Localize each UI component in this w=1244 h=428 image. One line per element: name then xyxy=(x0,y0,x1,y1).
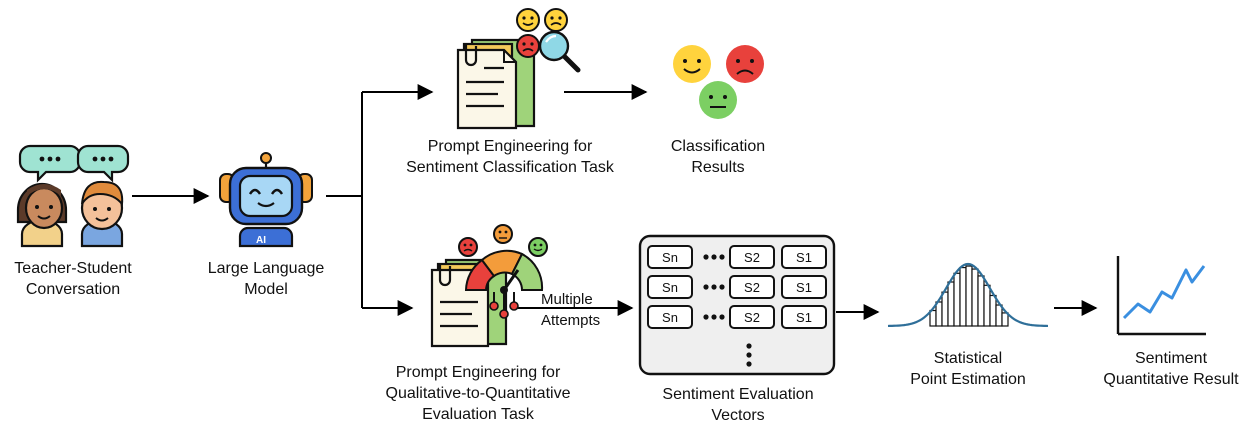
label-line: Point Estimation xyxy=(910,371,1026,388)
histogram-bar xyxy=(941,291,949,327)
ellipsis-dot xyxy=(719,254,725,260)
ellipsis-dot xyxy=(711,284,717,290)
vector-cell-label: S2 xyxy=(744,250,760,265)
classification-prompt-label: Prompt Engineering for Sentiment Classif… xyxy=(400,136,620,178)
ellipsis-dot xyxy=(711,314,717,320)
teacher-icon xyxy=(80,180,124,248)
label-line: Teacher-Student xyxy=(14,260,132,277)
histogram-bar xyxy=(995,304,1003,327)
vector-cell-label: Sn xyxy=(662,250,678,265)
vector-cell xyxy=(647,245,693,269)
label-line: Results xyxy=(691,159,745,176)
histogram-bar xyxy=(959,266,967,327)
llm-label: Large Language Model xyxy=(196,258,336,300)
document-icon xyxy=(456,38,536,130)
robot-badge: AI xyxy=(256,235,266,246)
label-line: Sentiment Evaluation xyxy=(662,386,814,403)
emoji-icon xyxy=(673,45,711,83)
histogram-bar xyxy=(935,301,943,327)
ellipsis-dot xyxy=(703,254,709,260)
ellipsis-dot xyxy=(703,314,709,320)
label-line: Model xyxy=(244,281,288,298)
histogram-bar xyxy=(989,294,997,327)
histogram-bar xyxy=(929,309,937,327)
emoji-icon xyxy=(493,224,513,244)
emoji-icon xyxy=(699,81,737,119)
label-line: Sentiment Classification Task xyxy=(406,159,614,176)
robot-icon: AI xyxy=(219,152,313,248)
quant-result-label: Sentiment Quantitative Result xyxy=(1098,348,1244,390)
emoji-icon xyxy=(516,34,540,58)
label-line: Classification xyxy=(670,138,766,155)
label-line: Large Language xyxy=(207,260,325,277)
teacher-student-icon xyxy=(16,144,130,248)
sentiment-vectors-label: Sentiment Evaluation Vectors xyxy=(640,384,836,426)
magnifier-icon xyxy=(538,30,581,73)
emoji-icon xyxy=(458,237,478,257)
statistical-label: Statistical Point Estimation xyxy=(880,348,1056,390)
histogram-bar xyxy=(947,281,955,327)
ellipsis-dot xyxy=(711,254,717,260)
histogram-bar xyxy=(965,265,973,327)
vector-cell-label: Sn xyxy=(662,310,678,325)
vector-cell xyxy=(781,305,827,329)
speech-bubble-icon xyxy=(18,144,82,183)
histogram-bar xyxy=(953,272,961,327)
histogram-bar xyxy=(977,275,985,327)
label-line: Vectors xyxy=(711,407,765,424)
ellipsis-dot xyxy=(719,314,725,320)
vector-cell-label: S2 xyxy=(744,310,760,325)
label-line: Statistical xyxy=(933,350,1003,367)
vector-cell xyxy=(729,275,775,299)
student-icon xyxy=(16,182,68,248)
vector-cell xyxy=(647,275,693,299)
emoji-icon xyxy=(516,8,540,32)
vector-cell-label: S2 xyxy=(744,280,760,295)
vector-cell xyxy=(781,245,827,269)
teacher-student-label: Teacher-Student Conversation xyxy=(0,258,146,300)
histogram-bar xyxy=(971,268,979,327)
emoji-icon xyxy=(544,8,568,32)
emoji-icon xyxy=(726,45,764,83)
vector-cell xyxy=(729,245,775,269)
vector-cell-label: S1 xyxy=(796,310,812,325)
label-line: Sentiment xyxy=(1134,350,1208,367)
vector-cell-label: S1 xyxy=(796,280,812,295)
label-line: Prompt Engineering for xyxy=(427,138,593,155)
vector-cell-label: Sn xyxy=(662,280,678,295)
label-line: Qualitative-to-Quantitative xyxy=(385,385,571,402)
histogram-bar xyxy=(983,284,991,327)
line-chart-icon xyxy=(1116,256,1206,336)
vector-cell xyxy=(729,305,775,329)
label-line: Conversation xyxy=(25,281,121,298)
histogram-bar xyxy=(1001,312,1009,327)
emoji-icon xyxy=(528,237,548,257)
multiple-attempts-line-2: Attempts xyxy=(541,312,600,329)
ellipsis-dot xyxy=(703,284,709,290)
vector-cell xyxy=(781,275,827,299)
ellipsis-dot xyxy=(719,284,725,290)
q2q-prompt-label: Prompt Engineering for Qualitative-to-Qu… xyxy=(368,362,588,425)
classification-results-label: Classification Results xyxy=(650,136,786,178)
vector-cell xyxy=(647,305,693,329)
label-line: Evaluation Task xyxy=(422,406,534,423)
multiple-attempts-line-1: Multiple xyxy=(541,291,593,308)
bell-curve-icon xyxy=(887,262,1049,328)
gauge-icon xyxy=(464,249,544,319)
label-line: Quantitative Result xyxy=(1103,371,1239,388)
speech-bubble-icon xyxy=(76,144,130,183)
label-line: Prompt Engineering for xyxy=(395,364,561,381)
vector-cell-label: S1 xyxy=(796,250,812,265)
